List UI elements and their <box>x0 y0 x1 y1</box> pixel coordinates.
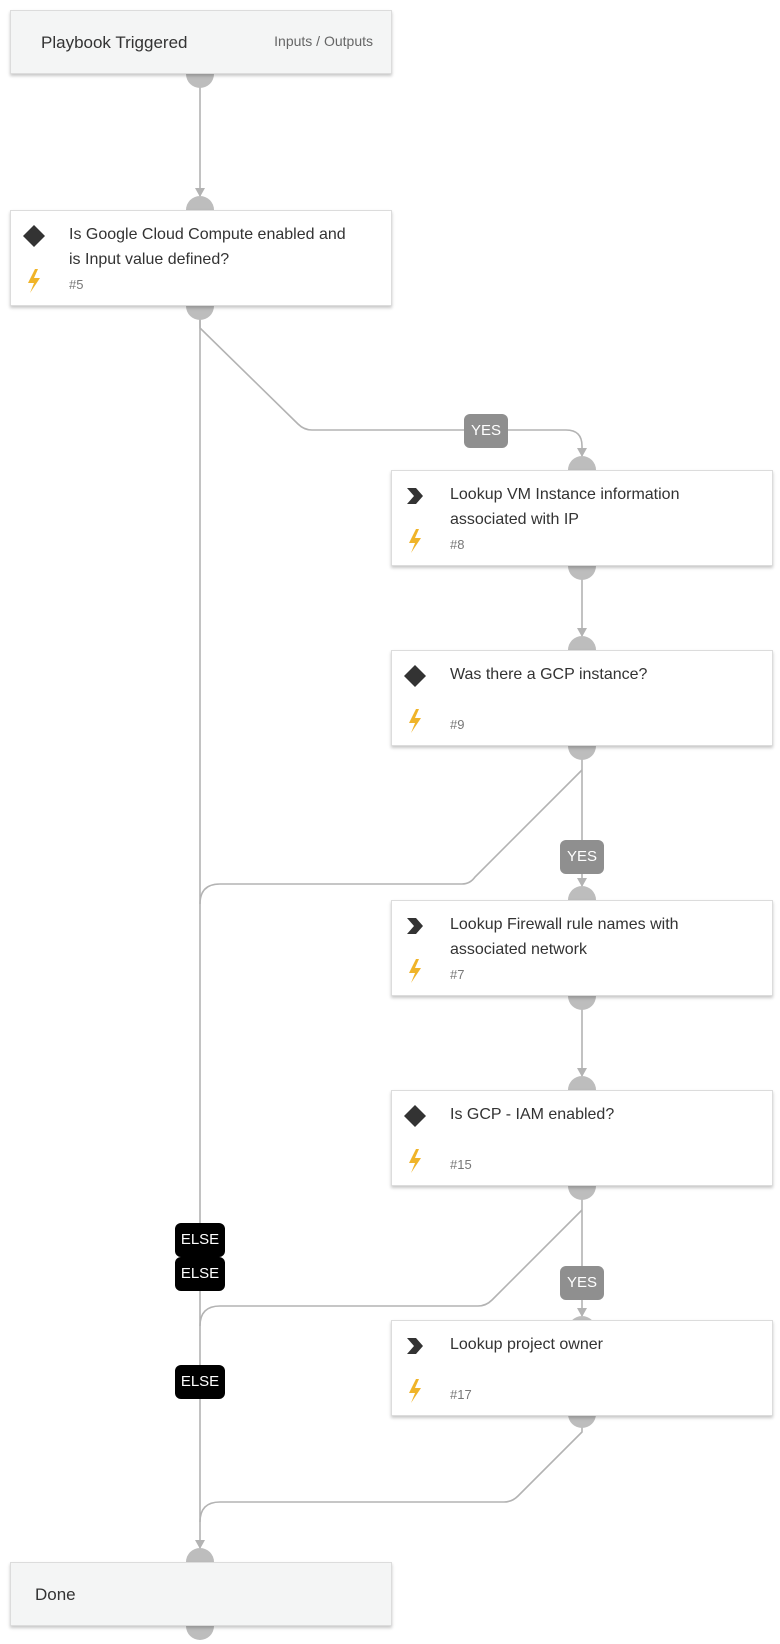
edge-task-17-to-done <box>199 1416 583 1523</box>
lightning-icon <box>409 959 421 983</box>
connector-task-9-top <box>568 636 596 650</box>
connector-task-8-bottom <box>568 566 596 580</box>
connector-done-bottom <box>186 1626 214 1640</box>
task-title: Is GCP - IAM enabled? <box>450 1106 615 1123</box>
chevron-right-icon <box>407 1338 423 1354</box>
connector-task-17-bottom <box>568 1414 596 1428</box>
task-node-9[interactable]: Was there a GCP instance? #9 <box>391 650 773 746</box>
start-title: Playbook Triggered <box>41 33 188 52</box>
yes-label-task-5[interactable]: YES <box>464 414 508 448</box>
task-node-15[interactable]: Is GCP - IAM enabled? #15 <box>391 1090 773 1186</box>
connector-task-8-top <box>568 456 596 470</box>
done-node[interactable]: Done <box>10 1562 392 1626</box>
lightning-icon <box>409 529 421 553</box>
start-node[interactable]: Playbook Triggered Inputs / Outputs <box>10 10 392 74</box>
connector-task-7-bottom <box>568 996 596 1010</box>
else-label-task-5[interactable]: ELSE <box>175 1223 225 1257</box>
task-number: #15 <box>450 1157 472 1172</box>
connector-start-bottom <box>186 74 214 88</box>
task-title: Lookup project owner <box>450 1336 603 1353</box>
task-node-17[interactable]: Lookup project owner #17 <box>391 1320 773 1416</box>
done-title: Done <box>35 1585 76 1604</box>
inputs-outputs-link[interactable]: Inputs / Outputs <box>274 33 373 49</box>
connector-task-9-bottom <box>568 746 596 760</box>
lightning-icon <box>409 709 421 733</box>
task-node-8[interactable]: Lookup VM Instance information associate… <box>391 470 773 566</box>
diamond-icon <box>23 225 45 247</box>
task-title: Lookup Firewall rule names with associat… <box>450 916 679 958</box>
task-title: Was there a GCP instance? <box>450 666 648 683</box>
connector-done-top <box>186 1548 214 1562</box>
lightning-icon <box>28 269 40 293</box>
edge-task-5-yes-to-task-8 <box>199 318 587 457</box>
else-label-task-15[interactable]: ELSE <box>175 1365 225 1399</box>
edge-task-9-else-to-done <box>199 769 583 905</box>
task-number: #5 <box>69 277 84 292</box>
connector-task-5-bottom <box>186 306 214 320</box>
task-number: #9 <box>450 717 465 732</box>
task-node-7[interactable]: Lookup Firewall rule names with associat… <box>391 900 773 996</box>
task-title: Is Google Cloud Compute enabled and is I… <box>69 226 346 268</box>
task-number: #8 <box>450 537 465 552</box>
connector-task-7-top <box>568 886 596 900</box>
yes-label-task-9[interactable]: YES <box>560 840 604 874</box>
diamond-icon <box>404 1105 426 1127</box>
task-number: #7 <box>450 967 465 982</box>
task-title: Lookup VM Instance information associate… <box>450 486 680 528</box>
yes-label-task-15[interactable]: YES <box>560 1266 604 1300</box>
lightning-icon <box>409 1149 421 1173</box>
else-label-task-9[interactable]: ELSE <box>175 1257 225 1291</box>
task-node-5[interactable]: Is Google Cloud Compute enabled and is I… <box>10 210 392 306</box>
diamond-icon <box>404 665 426 687</box>
connector-task-5-top <box>186 196 214 210</box>
chevron-right-icon <box>407 488 423 504</box>
lightning-icon <box>409 1379 421 1403</box>
edge-task-15-else-to-done <box>199 1209 583 1327</box>
connector-task-15-bottom <box>568 1186 596 1200</box>
task-number: #17 <box>450 1387 472 1402</box>
chevron-right-icon <box>407 918 423 934</box>
connector-task-15-top <box>568 1076 596 1090</box>
